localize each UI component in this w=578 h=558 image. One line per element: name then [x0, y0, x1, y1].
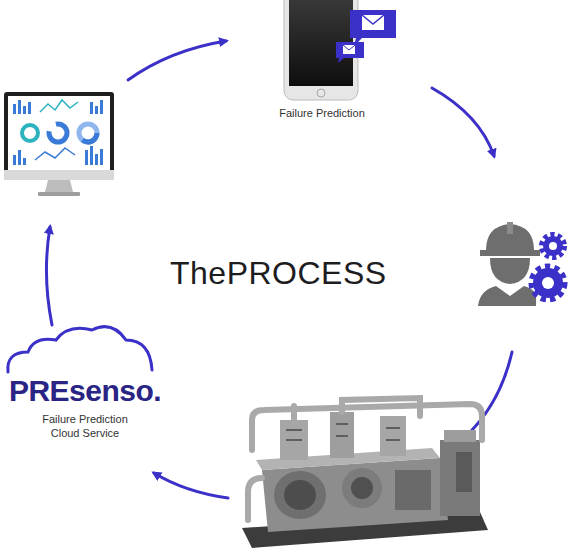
cycle-arrow [154, 473, 228, 498]
logo-node: PREsenso. Failure Prediction Cloud Servic… [3, 374, 167, 440]
cloud-outline [8, 327, 152, 372]
worker-icon [478, 222, 564, 306]
caption-node: Failure Prediction [265, 106, 379, 120]
brand-logo: PREsenso. [3, 374, 167, 408]
cycle-arrow [464, 352, 512, 438]
service-caption: Failure Prediction Cloud Service [33, 412, 137, 440]
compressor-machine [242, 398, 488, 548]
diagram-title: ThePROCESS [170, 255, 387, 292]
cycle-arrow [128, 41, 226, 80]
cycle-arrow [432, 88, 494, 156]
node-caption: Failure Prediction [265, 106, 379, 120]
cycle-arrow [46, 227, 52, 325]
phone-icon [284, 0, 396, 100]
monitor-icon [4, 92, 114, 196]
